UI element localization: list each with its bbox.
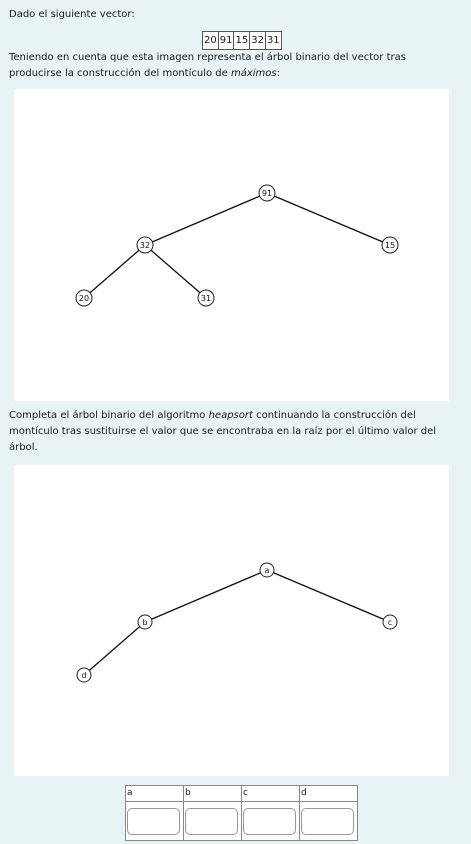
answer-input-c[interactable]	[243, 807, 296, 835]
answer-input-a[interactable]	[127, 807, 180, 835]
tree-node: d	[76, 667, 92, 683]
description-1-emphasis: máximos	[230, 68, 277, 79]
tree-node-label: b	[142, 618, 147, 627]
vector-cell: 32	[250, 32, 266, 49]
tree-node: b	[137, 614, 153, 630]
tree-node: 15	[381, 236, 399, 254]
answer-cell	[183, 801, 242, 841]
description-1-end: :	[276, 68, 280, 79]
description-1-text: Teniendo en cuenta que esta imagen repre…	[9, 52, 406, 79]
tree-node-label: d	[81, 671, 86, 680]
answer-cell	[241, 801, 300, 841]
tree-edge	[266, 192, 391, 246]
intro-text: Dado el siguiente vector:	[9, 9, 135, 20]
answer-header-row: a b c d	[125, 785, 358, 802]
answer-header-b: b	[183, 785, 242, 802]
heapsort-tree-image: a b c d	[14, 465, 449, 776]
answer-header-c: c	[241, 785, 300, 802]
tree-node-label: 32	[140, 241, 150, 250]
description-2: Completa el árbol binario del algoritmo …	[9, 408, 454, 456]
tree-edge	[144, 244, 207, 299]
tree-node: 91	[258, 184, 276, 202]
heap-tree-image: 91 32 15 20 31	[14, 89, 449, 401]
heapsort-tree-svg: a b c d	[76, 562, 398, 683]
tree-node: a	[259, 562, 275, 578]
tree-node: 20	[75, 289, 93, 307]
tree-node: 31	[197, 289, 215, 307]
tree-edge	[83, 244, 146, 299]
tree-node: 32	[136, 236, 154, 254]
answer-table: a b c d	[125, 785, 358, 841]
vector-cell: 31	[266, 35, 280, 46]
answer-header-d: d	[299, 785, 358, 802]
vector-cell: 91	[219, 32, 235, 49]
description-1: Teniendo en cuenta que esta imagen repre…	[9, 50, 449, 82]
heap-tree-svg: 91 32 15 20 31	[75, 184, 399, 307]
answer-cell	[299, 801, 358, 841]
tree-node-label: a	[265, 566, 270, 575]
tree-node-label: 31	[201, 294, 211, 303]
answer-input-row	[125, 801, 358, 841]
answer-input-d[interactable]	[301, 807, 354, 835]
vector-cell: 20	[203, 32, 219, 49]
description-2-text: Completa el árbol binario del algoritmo	[9, 410, 209, 421]
answer-input-b[interactable]	[185, 807, 238, 835]
description-2-emphasis: heapsort	[208, 410, 253, 421]
tree-node-label: 20	[79, 294, 89, 303]
tree-edge	[266, 569, 391, 623]
description-2-end: continuando la construcción del montícul…	[9, 410, 437, 453]
tree-node-label: c	[388, 618, 392, 627]
tree-node-label: 15	[385, 241, 395, 250]
tree-node: c	[382, 614, 398, 630]
vector-display: 20 91 15 32 31	[202, 31, 282, 50]
vector-cell: 15	[234, 32, 251, 49]
tree-node-label: 91	[262, 189, 272, 198]
tree-edge	[83, 621, 146, 676]
answer-header-a: a	[125, 785, 184, 802]
tree-edge	[144, 569, 268, 623]
tree-edge	[144, 192, 268, 246]
answer-cell	[125, 801, 184, 841]
